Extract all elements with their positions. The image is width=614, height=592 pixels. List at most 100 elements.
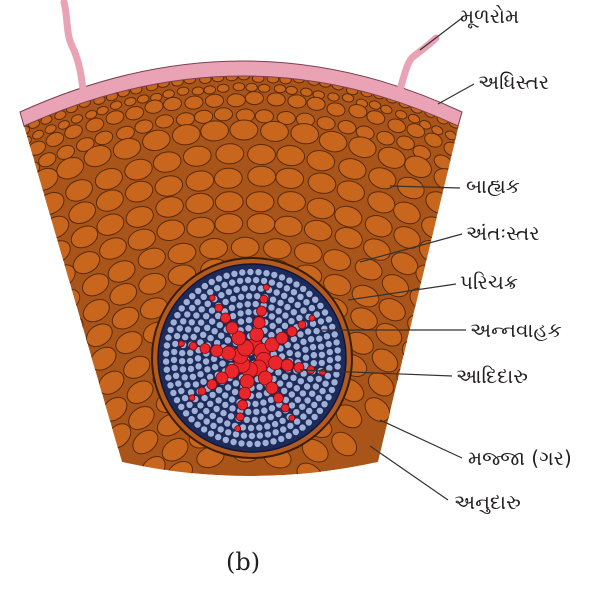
cortex-cell xyxy=(480,147,494,160)
cortex-cell xyxy=(542,163,556,176)
stele-cell xyxy=(190,374,196,380)
xylem-cell xyxy=(281,359,293,371)
stele-cell xyxy=(201,294,207,300)
stele-cell xyxy=(269,279,275,285)
stele-cell xyxy=(326,365,332,371)
stele-cell xyxy=(232,389,238,395)
stele-cell xyxy=(286,433,292,439)
xylem-cell xyxy=(240,375,254,389)
stele-cell xyxy=(216,387,222,393)
stele-cell xyxy=(322,381,328,387)
xylem-cell xyxy=(221,313,231,323)
stele-cell xyxy=(325,394,331,400)
stele-cell xyxy=(177,325,183,331)
stele-cell xyxy=(218,426,224,432)
cortex-cell xyxy=(37,355,71,389)
stele-cell xyxy=(316,376,322,382)
cortex-cell xyxy=(572,191,586,205)
xylem-cell xyxy=(298,321,306,329)
cortex-cell xyxy=(498,132,512,145)
stele-cell xyxy=(234,287,240,293)
cortex-cell xyxy=(171,55,184,65)
stele-cell xyxy=(220,410,226,416)
stele-cell xyxy=(289,391,295,397)
xylem-cell xyxy=(215,304,223,312)
xylem-cell xyxy=(274,393,284,403)
stele-cell xyxy=(229,279,235,285)
cortex-cell xyxy=(526,194,548,216)
stele-cell xyxy=(295,397,301,403)
cortex-cell xyxy=(0,181,34,213)
xylem-cell xyxy=(266,382,278,394)
label-epidermis: અધિસ્તર xyxy=(478,70,549,94)
stele-cell xyxy=(225,337,231,343)
cortex-cell xyxy=(530,154,544,167)
cortex-cell xyxy=(266,51,278,60)
cortex-cell xyxy=(460,147,482,167)
xylem-cell xyxy=(189,342,197,350)
cortex-cell xyxy=(540,177,554,190)
stele-cell xyxy=(163,358,169,364)
stele-cell xyxy=(241,432,247,438)
stele-cell xyxy=(306,408,312,414)
stele-cell xyxy=(201,395,207,401)
cortex-cell xyxy=(57,337,91,370)
stele-cell xyxy=(276,308,282,314)
stele-cell xyxy=(275,411,281,417)
stele-cell xyxy=(193,312,199,318)
stele-cell xyxy=(269,323,275,329)
stele-cell xyxy=(194,326,200,332)
cortex-cell xyxy=(258,84,270,92)
stele-cell xyxy=(211,328,217,334)
stele-cell xyxy=(293,343,299,349)
stele-cell xyxy=(222,392,228,398)
stele-cell xyxy=(252,401,258,407)
cortex-cell xyxy=(90,71,103,82)
stele-cell xyxy=(326,341,332,347)
cortex-cell xyxy=(233,83,245,91)
cortex-cell xyxy=(0,127,3,140)
stele-cell xyxy=(245,409,251,415)
stele-cell xyxy=(300,413,306,419)
cortex-cell xyxy=(535,188,549,202)
stele-cell xyxy=(327,349,333,355)
stele-cell xyxy=(182,374,188,380)
stele-cell xyxy=(321,401,327,407)
xylem-cell xyxy=(209,295,215,301)
stele-cell xyxy=(204,418,210,424)
cortex-cell xyxy=(204,85,216,94)
vascular-cylinder xyxy=(158,264,346,452)
cortex-cell xyxy=(521,148,535,161)
stele-cell xyxy=(253,409,259,415)
cortex-cell xyxy=(519,161,533,174)
stele-cell xyxy=(319,388,325,394)
xylem-cell xyxy=(281,404,289,412)
stele-cell xyxy=(299,424,305,430)
xylem-cell xyxy=(207,380,217,390)
leader-metaxylem xyxy=(370,446,448,500)
stele-cell xyxy=(313,383,319,389)
cortex-cell xyxy=(575,176,589,190)
stele-cell xyxy=(191,334,197,340)
stele-cell xyxy=(278,436,284,442)
stele-cell xyxy=(231,271,237,277)
stele-cell xyxy=(306,291,312,297)
stele-cell xyxy=(174,312,180,318)
stele-cell xyxy=(327,357,333,363)
xylem-cell xyxy=(211,345,223,357)
cortex-cell xyxy=(362,66,375,77)
stele-cell xyxy=(270,438,276,444)
stele-cell xyxy=(308,336,314,342)
cortex-cell xyxy=(564,170,578,184)
stele-cell xyxy=(335,347,341,353)
cortex-cell xyxy=(569,202,583,216)
stele-cell xyxy=(246,293,252,299)
cortex-cell xyxy=(545,152,559,165)
stele-cell xyxy=(228,413,234,419)
cortex-cell xyxy=(429,303,463,336)
stele-cell xyxy=(298,378,304,384)
cortex-cell xyxy=(531,142,545,155)
stele-cell xyxy=(198,319,204,325)
cortex-cell xyxy=(306,54,319,64)
stele-cell xyxy=(203,408,209,414)
